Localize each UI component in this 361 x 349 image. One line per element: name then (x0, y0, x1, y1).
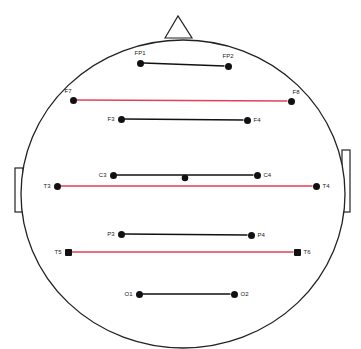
electrode-dot: F7 (70, 97, 77, 104)
electrode-label: T5 (54, 249, 61, 256)
electrode-link (143, 293, 231, 295)
electrode-dot: P3 (118, 231, 125, 238)
electrode-link (125, 234, 248, 235)
electrode-label: F4 (254, 117, 261, 124)
electrode-link (117, 174, 254, 176)
electrode-label: C4 (264, 172, 272, 179)
electrode-label: P3 (107, 231, 114, 238)
scalp-outline (21, 40, 345, 348)
electrode-dot: T6 (294, 249, 301, 256)
electrode-dot: O2 (231, 291, 238, 298)
electrode-label: FP1 (135, 50, 146, 57)
electrode-dot: T5 (65, 249, 72, 256)
electrode-dot: T4 (313, 183, 320, 190)
electrode-dot: C3 (110, 172, 117, 179)
electrode-link (61, 185, 313, 186)
electrode-dot: C4 (254, 172, 261, 179)
electrode-label: F8 (293, 89, 300, 96)
electrode-label: T3 (43, 183, 50, 190)
electrode-label: C3 (99, 172, 107, 179)
electrode-link (144, 63, 225, 66)
electrode-label: FP2 (223, 53, 234, 60)
electrode-dot: O1 (136, 291, 143, 298)
electrode-label: O1 (124, 291, 132, 298)
electrode-label: P4 (258, 232, 265, 239)
electrode-label: F3 (107, 116, 114, 123)
electrode-link (125, 119, 244, 120)
electrode-dot: F4 (244, 117, 251, 124)
electrode-dot: FP2 (225, 63, 232, 70)
electrode-dot: FP1 (137, 60, 144, 67)
electrode-dot: F3 (118, 116, 125, 123)
nose-symbol (165, 16, 192, 38)
electrode-link (77, 100, 288, 101)
electrode-dot: F8 (288, 98, 295, 105)
electrode-dot: T3 (54, 183, 61, 190)
electrode-label: T6 (304, 249, 311, 256)
electrode-dot: P4 (248, 232, 255, 239)
electrode-label: O2 (241, 291, 249, 298)
electrode-label: F7 (64, 88, 71, 95)
electrode-label: T4 (323, 183, 330, 190)
electrode-link (72, 251, 294, 252)
